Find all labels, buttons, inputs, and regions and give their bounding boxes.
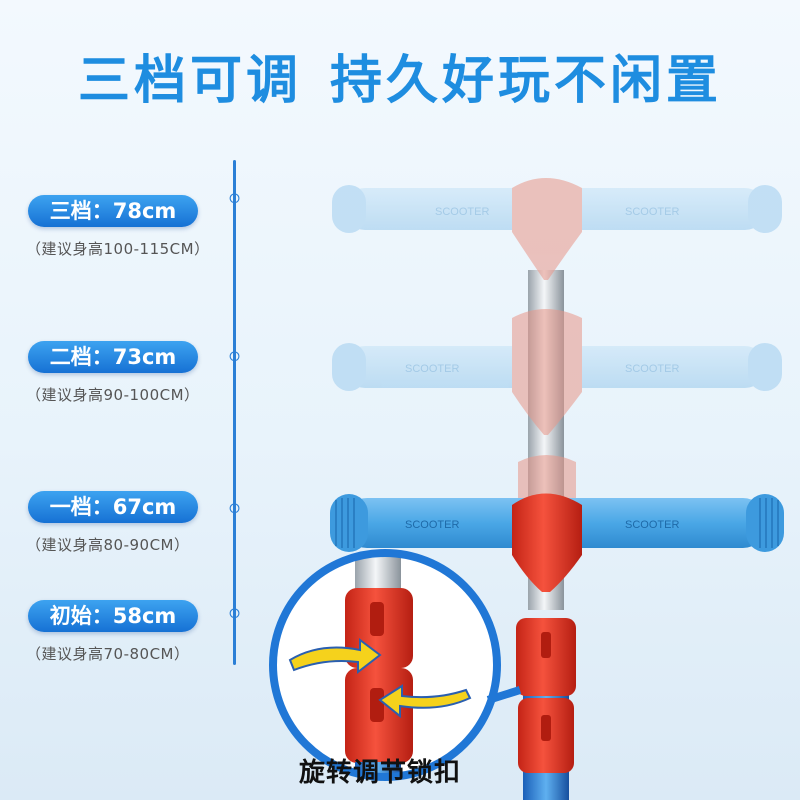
headline-part2: 持久好玩不闲置 [330, 51, 723, 111]
handlebar-level-3: SCOOTER SCOOTER [332, 178, 782, 280]
level-1-label: 一档：67cm [28, 491, 198, 523]
headline: 三档可调持久好玩不闲置 [0, 38, 800, 113]
level-3-hint: （建议身高100-115CM） [26, 240, 210, 258]
height-marker-icon: ⊙ [228, 347, 241, 365]
grip-brand-text: SCOOTER [405, 363, 459, 375]
headline-part1: 三档可调 [77, 51, 302, 111]
height-marker-icon: ⊙ [228, 604, 241, 622]
level-2-label: 二档：73cm [28, 341, 198, 373]
handlebar-level-1: SCOOTER SCOOTER [330, 493, 784, 592]
grip-brand-text: SCOOTER [625, 519, 679, 531]
grip-brand-text: SCOOTER [435, 206, 489, 218]
t-joint [512, 493, 582, 592]
grip-brand-text: SCOOTER [625, 363, 679, 375]
level-3-label: 三档：78cm [28, 195, 198, 227]
height-lock-clamp [516, 618, 576, 773]
handlebar-level-2: SCOOTER SCOOTER [332, 309, 782, 500]
level-0-label: 初始：58cm [28, 600, 198, 632]
level-1-hint: （建议身高80-90CM） [26, 536, 190, 554]
height-marker-icon: ⊙ [228, 189, 241, 207]
clamp-zoom-view [269, 549, 522, 781]
level-0-hint: （建议身高70-80CM） [26, 645, 190, 663]
grip-brand-text: SCOOTER [625, 206, 679, 218]
rotate-arrows-icon [288, 638, 472, 719]
grip-brand-text: SCOOTER [405, 519, 459, 531]
caption: 旋转调节锁扣 [298, 758, 461, 788]
height-marker-icon: ⊙ [228, 499, 241, 517]
level-2-hint: （建议身高90-100CM） [26, 386, 200, 404]
height-scale-line [233, 160, 236, 665]
